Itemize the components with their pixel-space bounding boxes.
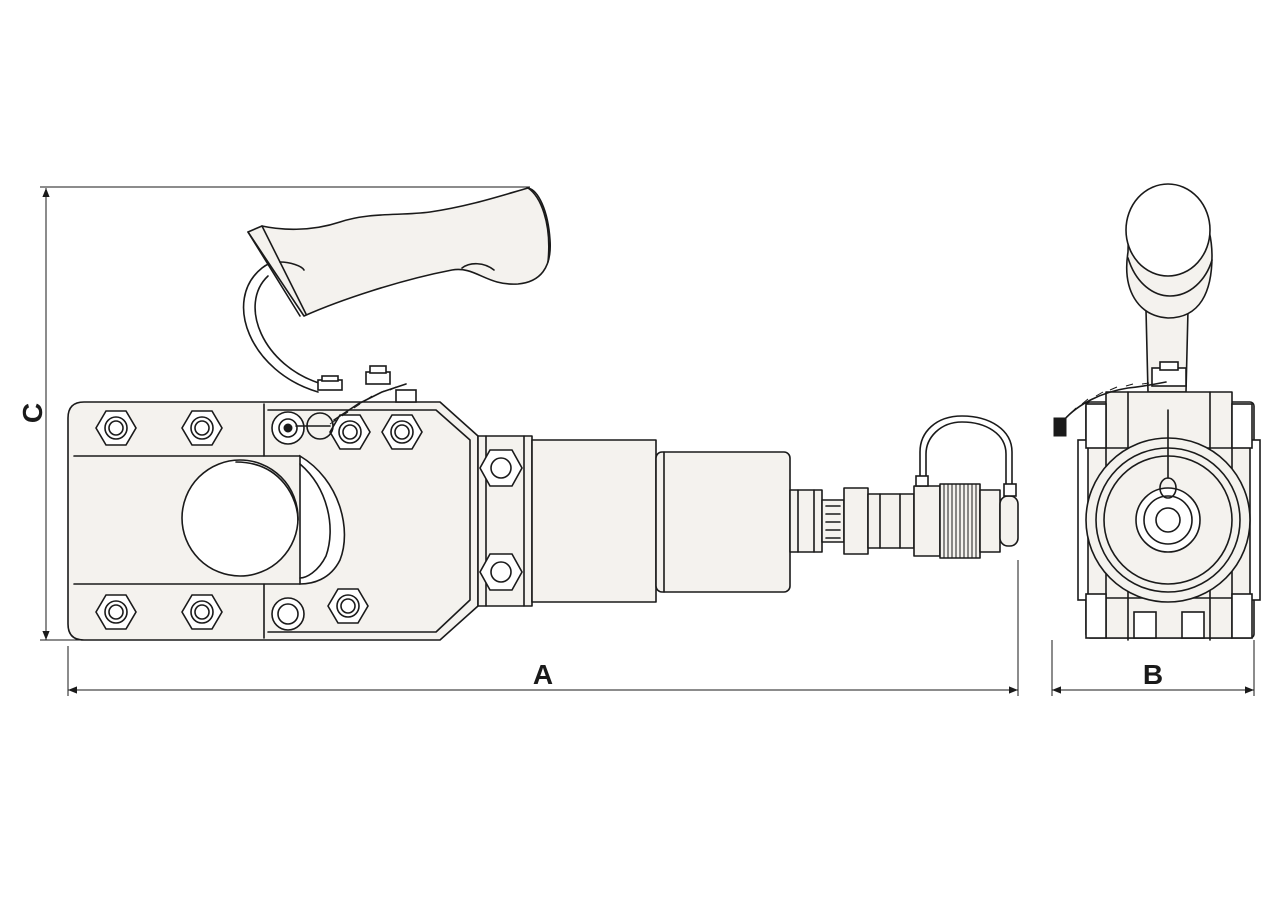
end-view	[1053, 183, 1261, 641]
end-safety-chain	[1053, 381, 1167, 437]
blade-jaw	[181, 454, 346, 585]
hydraulic-coupler	[789, 483, 1019, 559]
bolt	[181, 410, 223, 446]
dust-cap	[915, 415, 1017, 497]
cylinder-collar	[477, 435, 533, 607]
handle-hose-inner	[254, 275, 323, 385]
dimension-a-label: A	[533, 659, 553, 690]
bolt	[95, 410, 137, 446]
end-cylinder	[1085, 409, 1251, 603]
bolt	[381, 414, 423, 450]
end-handle	[1125, 183, 1213, 393]
bolt	[329, 414, 371, 450]
bolt	[271, 597, 305, 631]
bolt	[327, 588, 369, 624]
locking-pin	[271, 411, 334, 445]
top-fittings	[317, 365, 417, 403]
hydraulic-cylinder	[531, 439, 791, 603]
head-bolts	[95, 410, 423, 631]
handle-grip	[247, 187, 551, 317]
dimension-b-label: B	[1143, 659, 1163, 690]
bolt	[181, 594, 223, 630]
bolt	[95, 594, 137, 630]
side-view	[67, 187, 1019, 641]
dimension-c-label: C	[17, 403, 48, 423]
safety-chain	[329, 383, 407, 425]
dimension-lines: A B C	[17, 186, 1255, 696]
